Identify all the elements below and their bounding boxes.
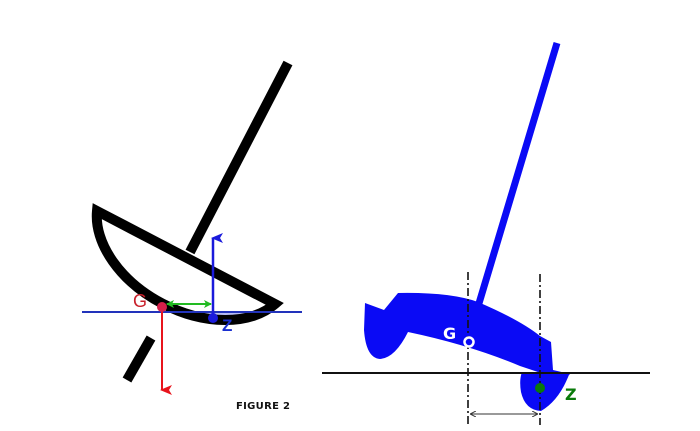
keel-bulb: [520, 372, 570, 411]
center-of-buoyancy-point: [535, 383, 545, 393]
center-of-gravity-point: [157, 302, 167, 312]
keel: [122, 335, 156, 383]
label-g: G: [443, 324, 456, 343]
hull-body: [364, 292, 570, 377]
center-of-gravity-point: [463, 336, 475, 348]
submerged-area: [96, 312, 276, 321]
left-heeled-hull-diagram: G Z: [82, 60, 302, 395]
label-z: Z: [222, 316, 232, 335]
label-z: Z: [565, 385, 577, 404]
mast: [185, 60, 293, 255]
center-of-buoyancy-point: [208, 313, 218, 323]
label-g: G: [133, 291, 147, 311]
right-heeled-boat-diagram: G Z: [322, 41, 650, 425]
mast: [473, 41, 561, 312]
figure-caption: FIGURE 2: [236, 401, 291, 412]
